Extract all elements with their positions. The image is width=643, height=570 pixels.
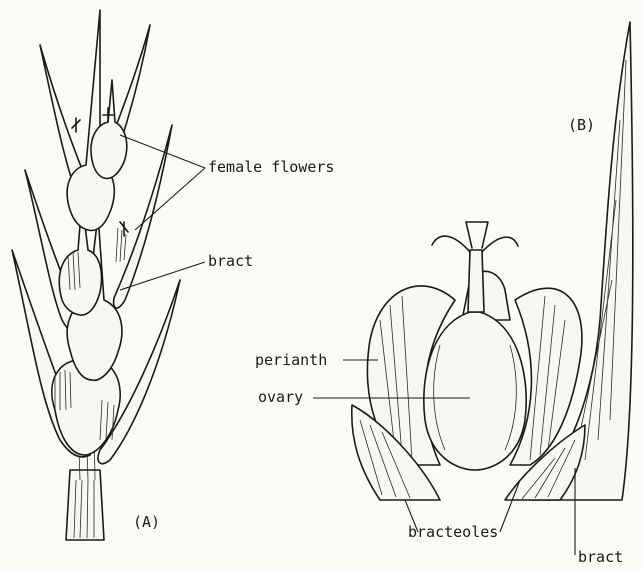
label-bract-a: bract — [208, 252, 253, 270]
ovary-shape — [424, 312, 526, 470]
stigma — [432, 222, 518, 252]
flower-drawing — [352, 22, 633, 500]
style — [468, 250, 484, 312]
panel-label-b: (B) — [568, 116, 595, 134]
label-female-flowers: female flowers — [208, 158, 334, 176]
label-perianth: perianth — [255, 351, 327, 369]
label-bract-b: bract — [578, 548, 623, 566]
spike-drawing — [12, 10, 180, 540]
label-bracteoles: bracteoles — [408, 523, 498, 541]
leader-female-flowers-2 — [135, 168, 205, 230]
label-ovary: ovary — [258, 388, 303, 406]
leader-bracteoles-2 — [500, 480, 520, 532]
panel-label-a: (A) — [133, 513, 160, 531]
